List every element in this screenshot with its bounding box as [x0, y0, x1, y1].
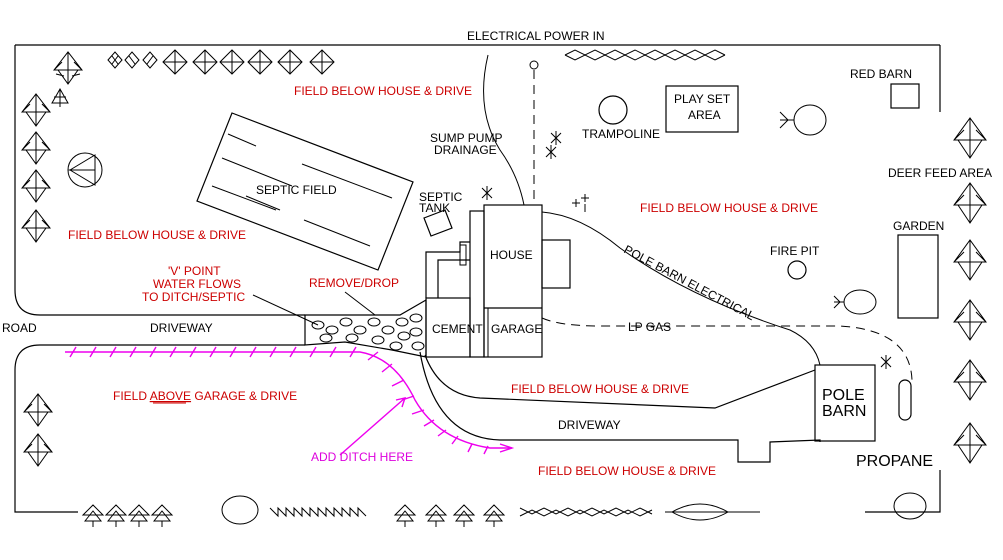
sump-pump-label-2: DRAINAGE	[434, 143, 497, 157]
play-set-label-1: PLAY SET	[674, 92, 731, 106]
driveway-lower-label: DRIVEWAY	[558, 418, 621, 432]
deer-feed-label: DEER FEED AREA	[888, 166, 992, 180]
tree-row-top	[107, 49, 726, 75]
garden-label: GARDEN	[893, 219, 944, 233]
red-barn-label: RED BARN	[850, 67, 912, 81]
v-point-label-3: TO DITCH/SEPTIC	[142, 290, 245, 304]
remove-drop-area	[304, 298, 427, 358]
trampoline-label: TRAMPOLINE	[582, 127, 660, 141]
field-below-left-label: FIELD BELOW HOUSE & DRIVE	[68, 228, 246, 242]
field-below-top-label: FIELD BELOW HOUSE & DRIVE	[294, 84, 472, 98]
add-ditch-label: ADD DITCH HERE	[311, 450, 413, 464]
pole-barn-label-2: BARN	[822, 403, 866, 420]
septic-tank-label-2: TANK	[419, 201, 450, 215]
north-arrow-icon	[67, 152, 103, 188]
garage-label: GARAGE	[491, 322, 542, 336]
house-label: HOUSE	[490, 248, 533, 262]
field-below-mid-label: FIELD BELOW HOUSE & DRIVE	[511, 382, 689, 396]
tree-row-left	[20, 51, 84, 467]
tree-row-right	[953, 117, 987, 464]
septic-field-label: SEPTIC FIELD	[256, 183, 337, 197]
septic-field-outline	[196, 112, 414, 271]
electrical-power-in-label: ELECTRICAL POWER IN	[467, 29, 605, 43]
driveway-left-label: DRIVEWAY	[150, 321, 213, 335]
utility-lines	[483, 54, 913, 381]
road-label: ROAD	[2, 321, 37, 335]
pole-barn-label-1: POLE	[822, 387, 865, 404]
v-point-label-1: 'V' POINT	[168, 264, 221, 278]
v-point-label-2: WATER FLOWS	[153, 277, 241, 291]
lp-gas-label: LP GAS	[628, 320, 671, 334]
remove-drop-leader	[344, 291, 376, 316]
cement-label: CEMENT	[432, 322, 483, 336]
v-point-leader	[252, 294, 319, 326]
septic-tank-shape	[423, 209, 453, 237]
site-features	[481, 83, 939, 442]
fire-pit-label: FIRE PIT	[770, 244, 820, 258]
ditch-proposed	[65, 346, 515, 456]
remove-drop-label: REMOVE/DROP	[309, 276, 399, 290]
propane-label: PROPANE	[856, 453, 933, 470]
field-below-bottom-label: FIELD BELOW HOUSE & DRIVE	[538, 464, 716, 478]
hedge-top-right	[564, 49, 726, 56]
tree-row-bottom	[81, 492, 927, 527]
pole-barn-electrical-label: POLE BARN ELECTRICAL	[622, 242, 758, 323]
field-above-label: FIELD ABOVE GARAGE & DRIVE	[113, 389, 297, 403]
field-below-right-label: FIELD BELOW HOUSE & DRIVE	[640, 201, 818, 215]
play-set-label-2: AREA	[688, 108, 721, 122]
sump-pump-label-1: SUMP PUMP	[430, 131, 502, 145]
septic-tank-label-1: SEPTIC	[419, 190, 463, 204]
driveway-outline	[419, 351, 821, 463]
